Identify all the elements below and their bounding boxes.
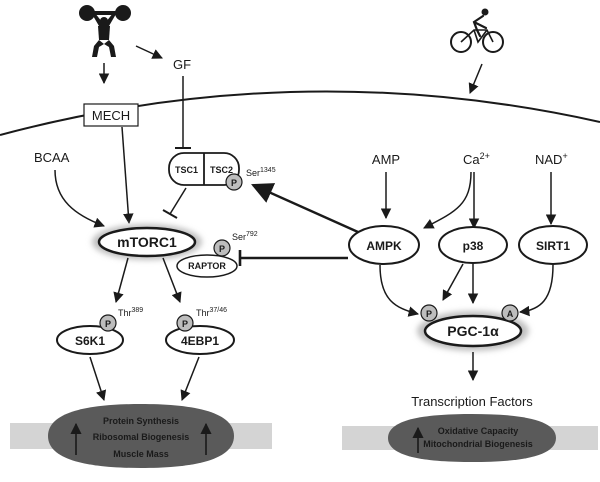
- ca-label: Ca2+: [463, 151, 490, 167]
- 4ebp1-phospho-site: P: [176, 314, 194, 332]
- raptor-phospho-site: P: [213, 239, 231, 257]
- mtorc1-label: mTORC1: [117, 234, 177, 250]
- ampk-node: AMPK: [348, 225, 420, 265]
- outcome-muscle-mass: Muscle Mass: [113, 449, 169, 459]
- tsc-complex: TSC1 TSC2: [168, 152, 240, 186]
- outcome-mitochondrial-biogenesis: Mitochondrial Biogenesis: [423, 439, 533, 449]
- s6k1-label: S6K1: [75, 334, 105, 348]
- s6k1-phospho-site: P: [99, 314, 117, 332]
- pgc1a-phospho-site: P: [420, 304, 438, 322]
- pgc1a-label: PGC-1α: [447, 323, 499, 339]
- p38-node: p38: [438, 226, 508, 264]
- tsc1-label: TSC1: [175, 165, 198, 175]
- svg-text:P: P: [426, 309, 432, 319]
- mtorc1-node: mTORC1: [92, 224, 202, 260]
- outcome-oxidative-capacity: Oxidative Capacity: [438, 426, 519, 436]
- sirt1-label: SIRT1: [536, 239, 570, 253]
- outcome-protein-synthesis: Protein Synthesis: [103, 416, 179, 426]
- tsc2-phospho-site: P: [225, 173, 243, 191]
- muscle-band-left: Protein Synthesis Ribosomal Biogenesis M…: [10, 404, 272, 468]
- raptor-label: RAPTOR: [188, 261, 226, 271]
- amp-label: AMP: [372, 152, 400, 167]
- weightlifter-icon: [79, 5, 131, 57]
- outcome-ribosomal-biogenesis: Ribosomal Biogenesis: [93, 432, 190, 442]
- tsc2-label: TSC2: [210, 165, 233, 175]
- s6k1-node: S6K1: [56, 325, 124, 355]
- raptor-node: RAPTOR: [176, 254, 238, 278]
- svg-text:P: P: [182, 319, 188, 329]
- sirt1-node: SIRT1: [518, 225, 588, 265]
- thr389-label: Thr389: [118, 307, 143, 318]
- transcription-factors-label: Transcription Factors: [411, 394, 533, 409]
- nad-label: NAD+: [535, 151, 568, 167]
- gf-label: GF: [173, 57, 191, 72]
- pgc1a-node: PGC-1α: [417, 311, 529, 351]
- 4ebp1-label: 4EBP1: [181, 334, 219, 348]
- svg-text:A: A: [507, 309, 514, 319]
- p38-label: p38: [463, 239, 484, 253]
- svg-text:P: P: [219, 244, 225, 254]
- pgc1a-acetyl-site: A: [501, 304, 519, 322]
- thr3746-label: Thr37/46: [196, 307, 227, 318]
- svg-text:P: P: [231, 178, 237, 188]
- ser792-label: Ser792: [232, 231, 258, 242]
- muscle-band-right: Oxidative Capacity Mitochondrial Biogene…: [342, 414, 598, 462]
- 4ebp1-node: 4EBP1: [165, 325, 235, 355]
- bcaa-label: BCAA: [34, 150, 70, 165]
- ser1345-label: Ser1345: [246, 167, 276, 178]
- mech-label: MECH: [92, 108, 130, 123]
- svg-text:P: P: [105, 319, 111, 329]
- cyclist-icon: [450, 8, 504, 53]
- mech-box: MECH: [83, 103, 139, 127]
- ampk-label: AMPK: [366, 239, 402, 253]
